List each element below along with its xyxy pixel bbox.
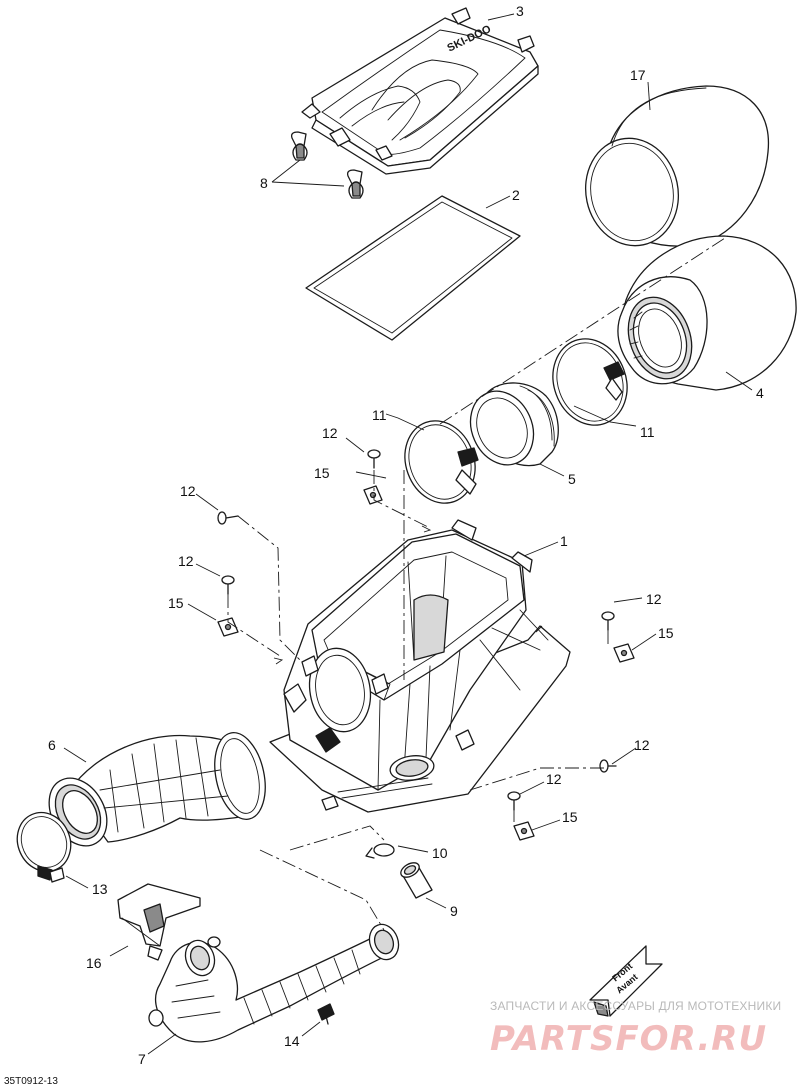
callout-4: 4: [756, 385, 764, 401]
part-11-clamp-right: [552, 338, 628, 426]
part-4-filter: [617, 235, 797, 391]
callout-labels: 3 8 2 17 4 11 11 5 1 12 15 12 12 15 12 1…: [48, 3, 764, 1067]
part-2-gasket: [305, 195, 521, 341]
callout-6: 6: [48, 737, 56, 753]
part-15-nuts: [217, 485, 635, 841]
callout-17: 17: [630, 67, 646, 83]
part-9-grommet: [400, 862, 433, 899]
part-14-screw: [317, 1003, 335, 1025]
callout-7: 7: [138, 1051, 146, 1067]
callout-15-right: 15: [658, 625, 674, 641]
watermark: ЗАПЧАСТИ И АКСЕССУАРЫ ДЛЯ МОТОТЕХНИКИ PA…: [490, 999, 781, 1059]
part-8-clips: [290, 131, 364, 199]
callout-3: 3: [516, 3, 524, 19]
part-16-bracket: [117, 883, 201, 961]
callout-2: 2: [512, 187, 520, 203]
callout-12-bottom: 12: [546, 771, 562, 787]
part-11-clamp-left: [404, 420, 479, 504]
callout-12-top: 12: [322, 425, 338, 441]
callout-12-right: 12: [646, 591, 662, 607]
callout-16: 16: [86, 955, 102, 971]
part-10-clip: [365, 843, 395, 859]
callout-8: 8: [260, 175, 268, 191]
callout-13: 13: [92, 881, 108, 897]
centerlines: [227, 235, 729, 931]
part-5-adapter: [469, 382, 559, 467]
callout-15-left: 15: [168, 595, 184, 611]
leader-lines: [63, 13, 753, 1055]
part-12-screws: [217, 449, 617, 811]
part-3-cover: SKI-DOO: [301, 7, 539, 175]
watermark-brand: PARTSFOR.RU: [490, 1019, 767, 1059]
part-17-prefilter: [584, 85, 770, 247]
callout-5: 5: [568, 471, 576, 487]
drawing-code: 35T0912-13: [4, 1076, 58, 1087]
callout-14: 14: [284, 1033, 300, 1049]
callout-11-right: 11: [640, 424, 655, 440]
callout-15-top: 15: [314, 465, 330, 481]
callout-12-left: 12: [178, 553, 194, 569]
part-6-elbow: [48, 732, 266, 847]
part-7-duct: [148, 923, 400, 1043]
callout-15-bottom: 15: [562, 809, 578, 825]
callout-1: 1: [560, 533, 568, 549]
part-1-airbox: [269, 519, 571, 813]
callout-10: 10: [432, 845, 448, 861]
callout-9: 9: [450, 903, 458, 919]
watermark-tagline: ЗАПЧАСТИ И АКСЕССУАРЫ ДЛЯ МОТОТЕХНИКИ: [490, 999, 781, 1013]
callout-12-left-upper: 12: [180, 483, 196, 499]
callout-12-right-lower: 12: [634, 737, 650, 753]
part-13-clamp: [16, 811, 72, 883]
callout-11-left: 11: [372, 407, 387, 423]
